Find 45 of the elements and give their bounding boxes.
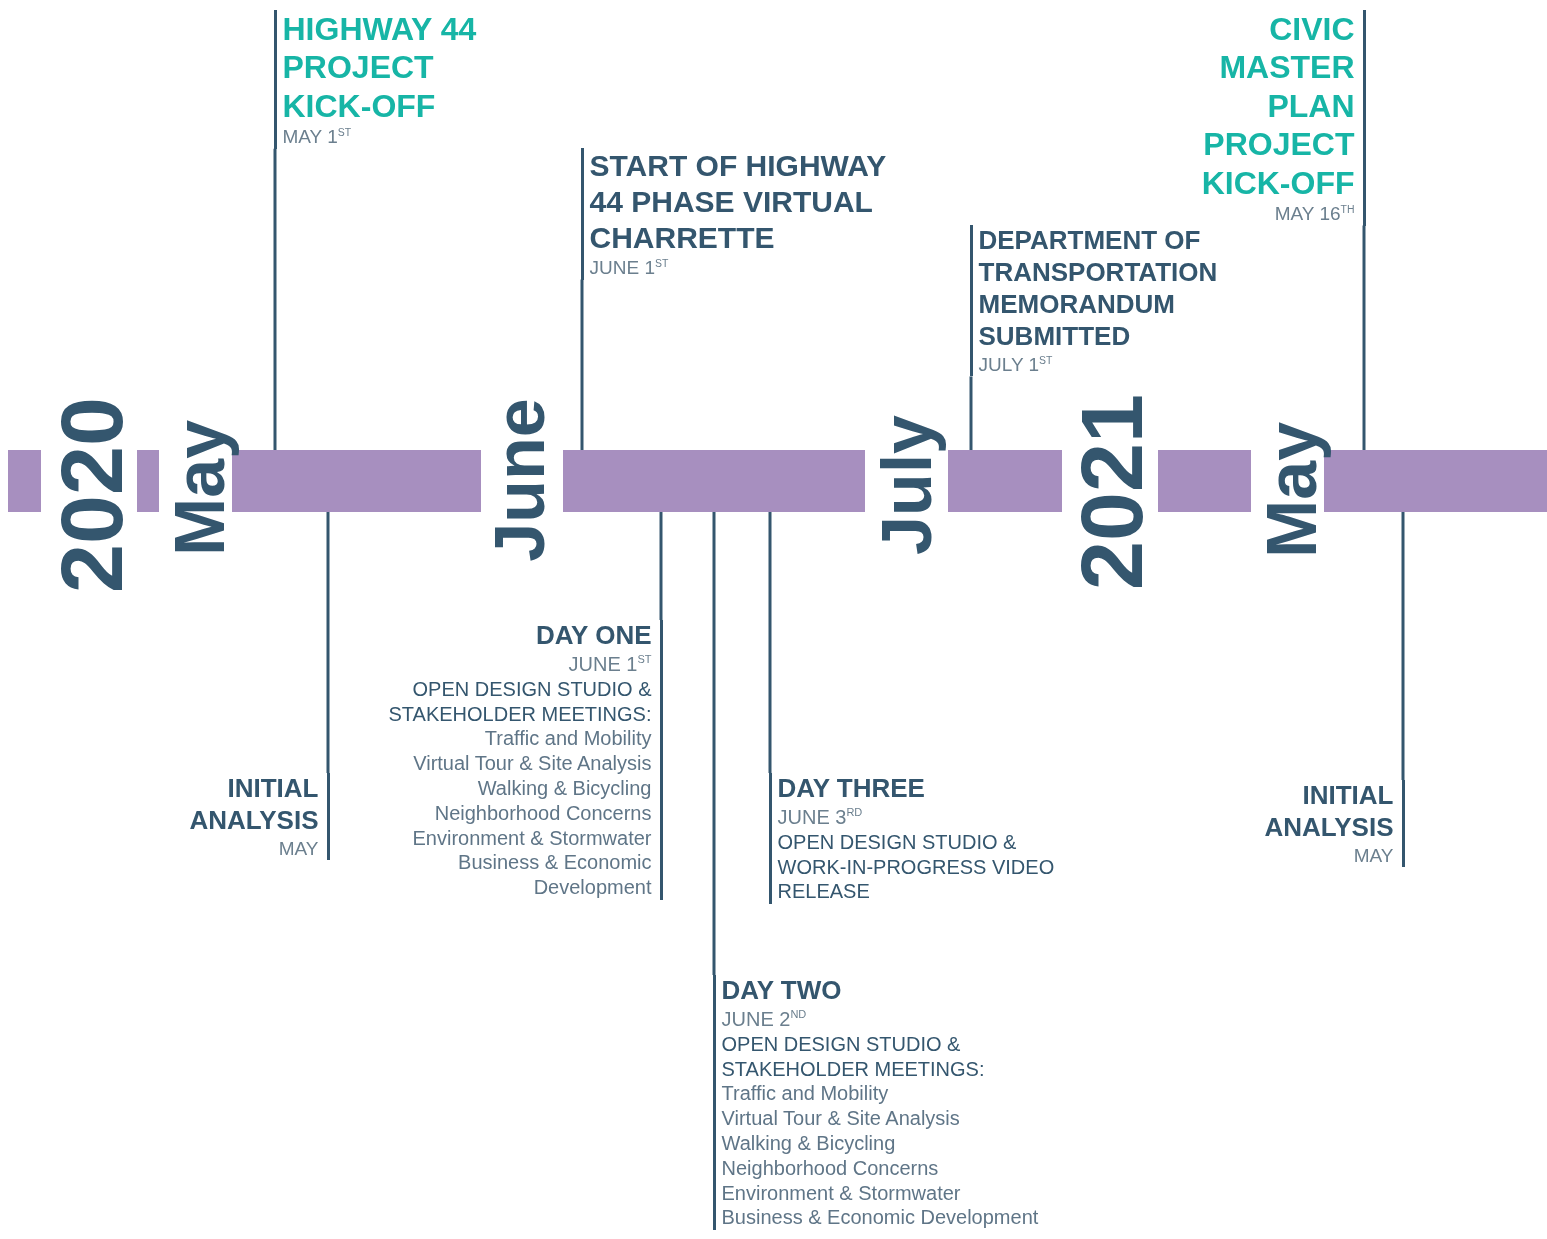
event-title: START OF HIGHWAY 44 PHASE VIRTUAL CHARRETTE bbox=[589, 148, 887, 256]
event-subtitle: OPEN DESIGN STUDIO & STAKEHOLDER MEETINGS: bbox=[721, 1031, 986, 1082]
event-title: HIGHWAY 44 PROJECT KICK-OFF bbox=[282, 10, 478, 126]
activity-item: Business & Economic Development bbox=[457, 850, 652, 900]
connector-line bbox=[659, 512, 663, 620]
event-date: JUNE 3$^{RD}$ bbox=[777, 804, 864, 830]
event-date: MAY bbox=[277, 836, 319, 861]
connector-line bbox=[580, 279, 584, 450]
activity-item: Environment & Stormwater bbox=[721, 1180, 962, 1206]
event-date: JUNE 1$^{ST}$ bbox=[589, 256, 670, 280]
event-date: JULY 1$^{ST}$ bbox=[978, 352, 1054, 377]
timeline-label: June bbox=[485, 398, 555, 562]
activity-item: Environment & Stormwater bbox=[411, 825, 652, 851]
connector-line bbox=[1362, 225, 1366, 450]
activity-item: Neighborhood Concerns bbox=[433, 800, 652, 826]
activity-item: Business & Economic Development bbox=[721, 1205, 1040, 1231]
event-date: MAY 16$^{TH}$ bbox=[1273, 201, 1355, 226]
event-subtitle: OPEN DESIGN STUDIO & STAKEHOLDER MEETINGS: bbox=[387, 676, 652, 727]
event-title: INITIAL ANALYSIS bbox=[1263, 780, 1394, 844]
event-title: DEPARTMENT OF TRANSPORTATION MEMORANDUM SUBMITTED bbox=[978, 225, 1219, 353]
event-title: DAY THREE bbox=[777, 773, 926, 805]
activity-item: Virtual Tour & Site Analysis bbox=[412, 751, 652, 776]
connector-line bbox=[273, 148, 277, 450]
activity-item: Walking & Bicycling bbox=[721, 1130, 897, 1156]
activity-item: Neighborhood Concerns bbox=[721, 1155, 940, 1181]
activity-item: Virtual Tour & Site Analysis bbox=[721, 1106, 961, 1131]
connector-line bbox=[712, 512, 716, 975]
connector-line bbox=[326, 512, 330, 773]
activity-item: Traffic and Mobility bbox=[483, 726, 652, 752]
connector-line bbox=[768, 512, 772, 773]
event-subtitle: OPEN DESIGN STUDIO & WORK-IN-PROGRESS VIDEO RELEASE bbox=[777, 829, 1056, 905]
event-title: DAY TWO bbox=[721, 975, 843, 1007]
timeline-label: 2020 bbox=[48, 397, 136, 593]
activity-item: Traffic and Mobility bbox=[721, 1081, 890, 1107]
connector-line bbox=[1401, 512, 1405, 780]
timeline-label: 2021 bbox=[1068, 394, 1156, 590]
event-title: DAY ONE bbox=[534, 620, 652, 652]
connector-line bbox=[969, 376, 973, 450]
event-title: INITIAL ANALYSIS bbox=[188, 773, 319, 837]
event-title: CIVIC MASTER PLAN PROJECT KICK-OFF bbox=[1200, 10, 1355, 202]
event-date: JUNE 1$^{ST}$ bbox=[567, 651, 652, 677]
event-date: MAY 1$^{ST}$ bbox=[282, 125, 353, 149]
event-date: MAY bbox=[1352, 843, 1394, 868]
event-date: JUNE 2$^{ND}$ bbox=[721, 1006, 808, 1032]
activity-item: Walking & Bicycling bbox=[476, 775, 652, 801]
